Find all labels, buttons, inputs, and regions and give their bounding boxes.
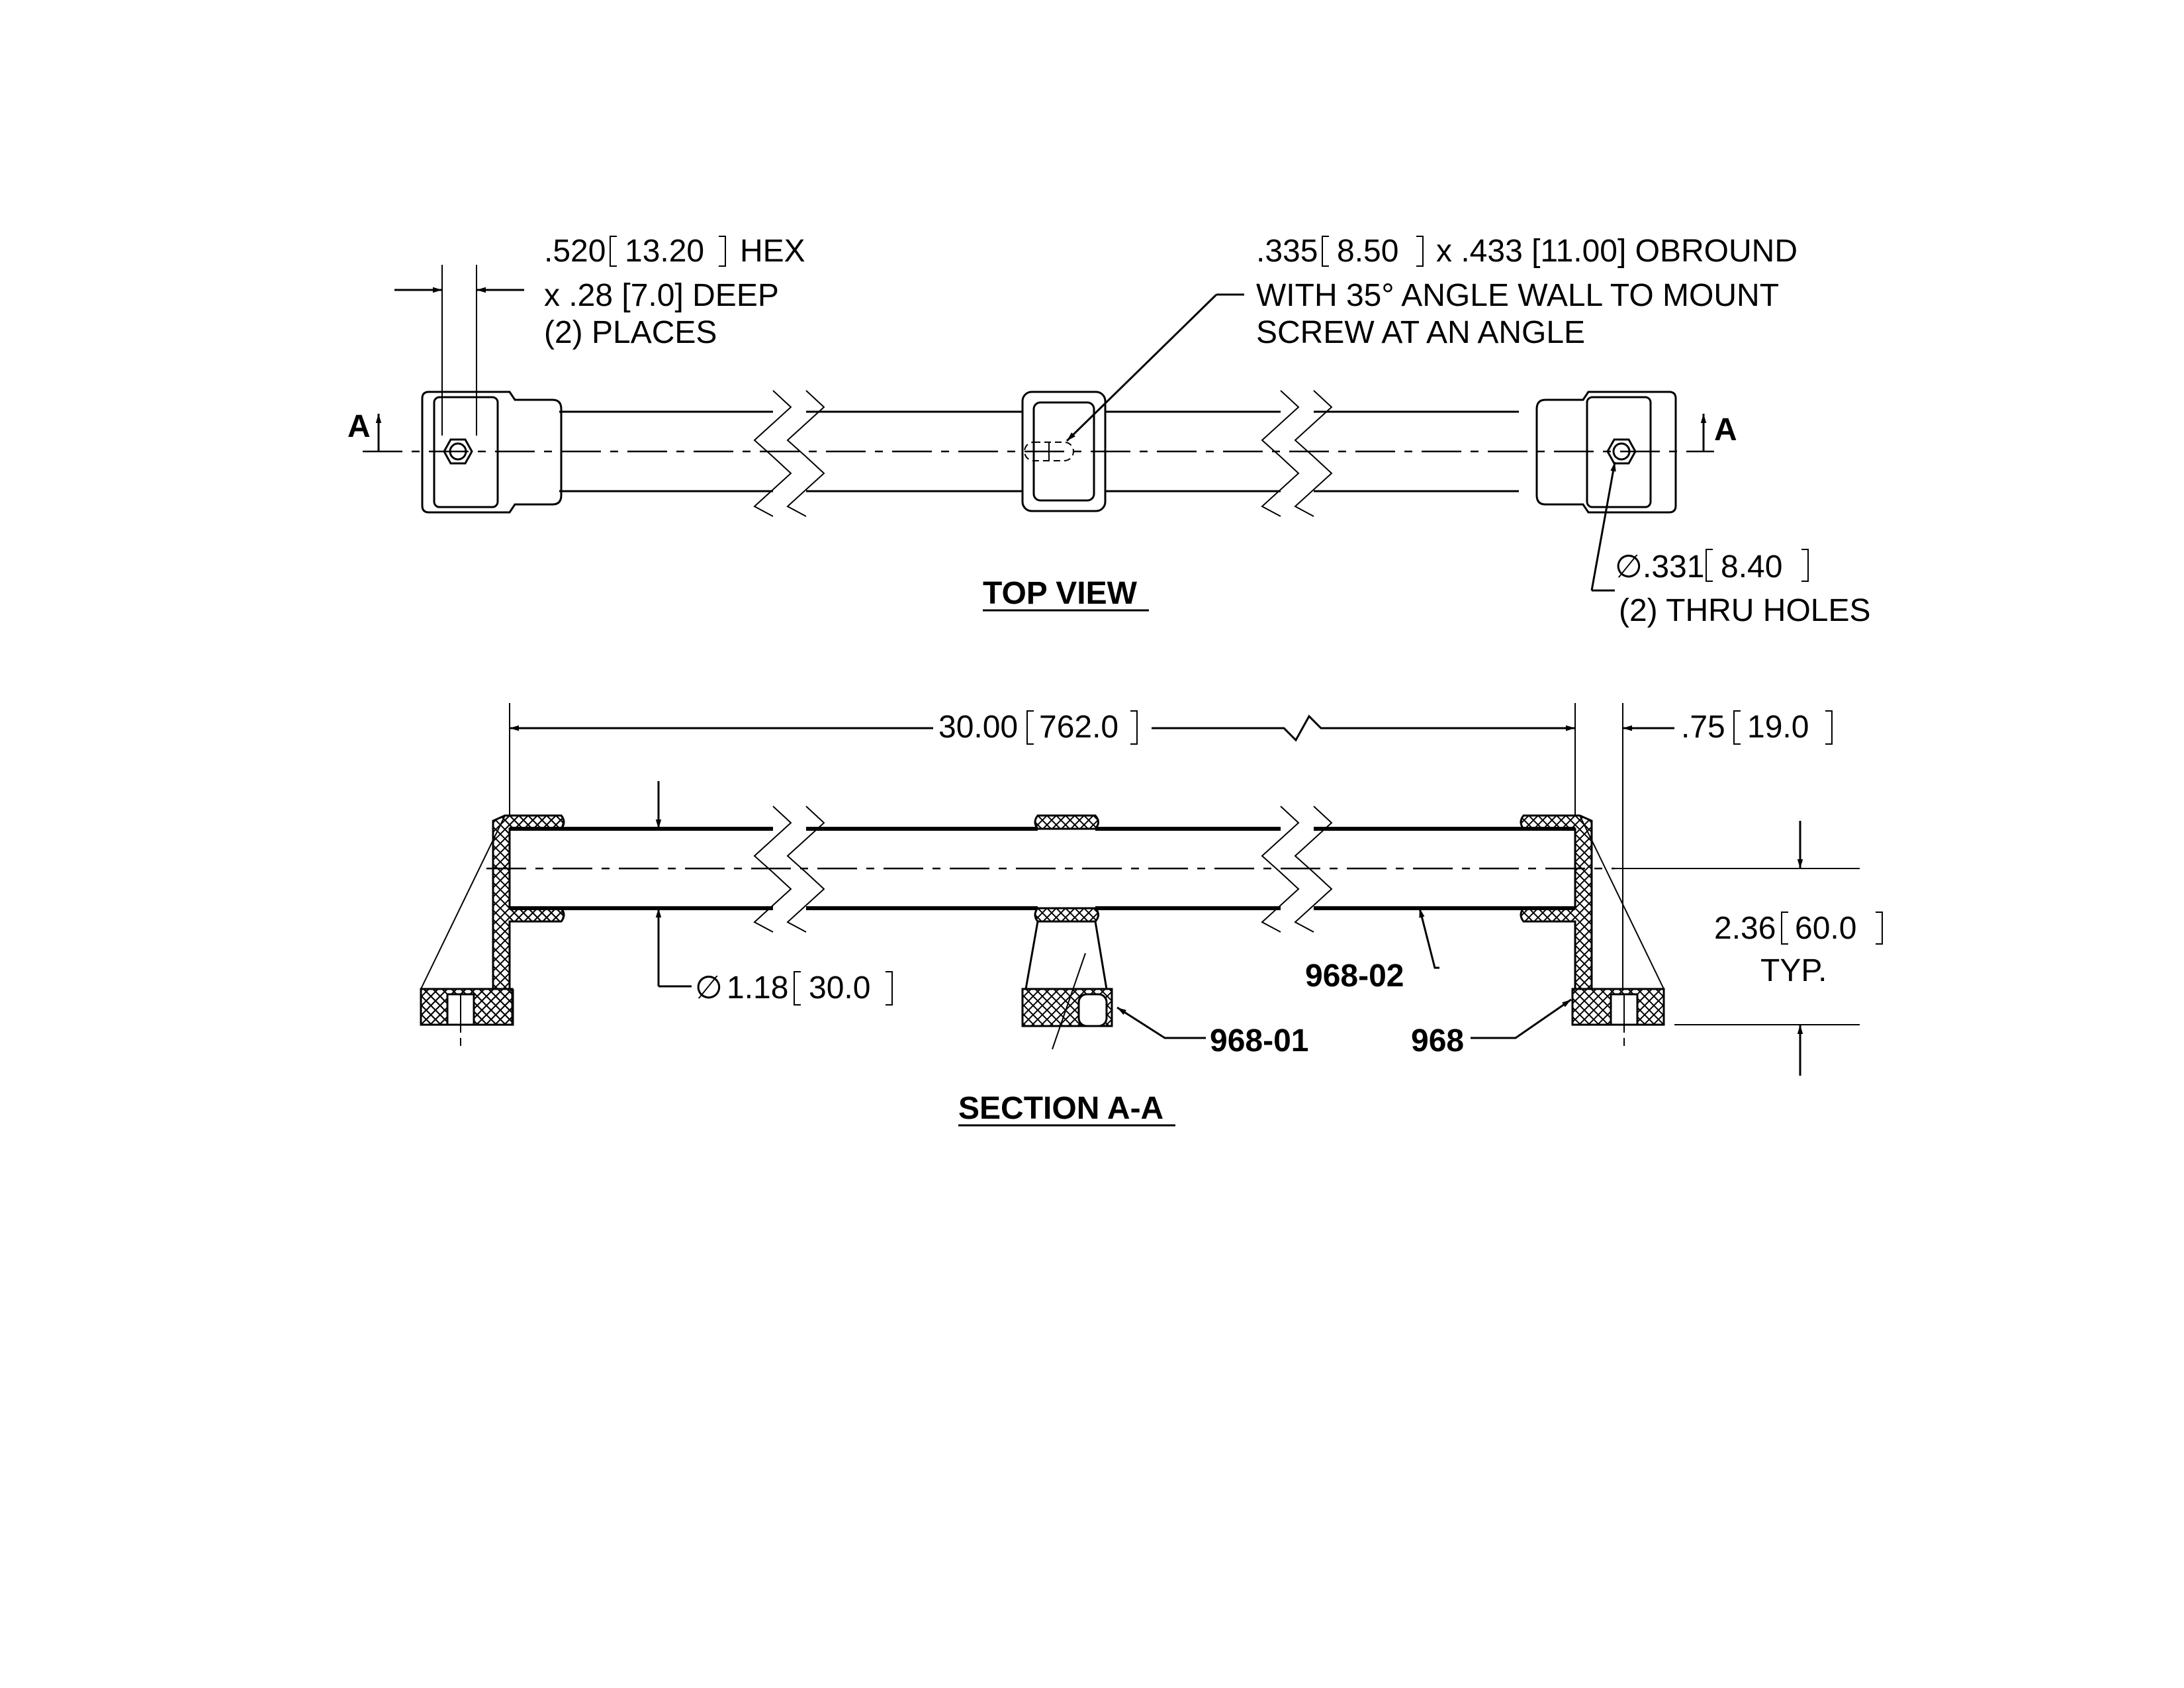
- left-end-bracket: [420, 814, 565, 1049]
- height-dim-suffix: TYP.: [1760, 953, 1827, 988]
- top-view-title: TOP VIEW: [983, 576, 1138, 611]
- break-symbol-left: [753, 390, 825, 517]
- hole-note-line1: .331: [1643, 549, 1704, 585]
- length-dim-value: 30.00: [938, 710, 1018, 745]
- tube-dim-value: 1.18: [727, 970, 788, 1006]
- height-dim-metric: 60.0: [1795, 911, 1856, 946]
- offset-dim-metric: 19.0: [1747, 710, 1809, 745]
- hole-note: ∅ .331 8.40 (2) THRU HOLES: [1590, 461, 1871, 628]
- section-tube: [486, 827, 1615, 910]
- part-label-tube-text: 968-02: [1305, 959, 1404, 994]
- hex-note-line3: (2) PLACES: [544, 315, 717, 350]
- hex-dimension: .520 13.20 HEX x .28 [7.0] DEEP (2) PLAC…: [394, 234, 805, 436]
- hole-note-line1-metric: 8.40: [1721, 549, 1782, 585]
- height-dim-value: 2.36: [1714, 911, 1776, 946]
- top-tube: [559, 410, 1519, 492]
- length-dimension: 30.00 762.0: [509, 703, 1576, 816]
- height-dimension: 2.36 60.0 TYP.: [1615, 821, 1883, 1076]
- tube-dim-metric: 30.0: [809, 970, 870, 1006]
- part-label-tube: 968-02: [1305, 908, 1439, 994]
- section-view-title: SECTION A-A: [958, 1091, 1163, 1126]
- tube-dim-diameter-symbol: ∅: [695, 970, 723, 1006]
- top-view: A A .520 13.20 HEX x .28 [7.0] DEEP (2) …: [347, 234, 1871, 628]
- obround-note-line3: SCREW AT AN ANGLE: [1256, 315, 1585, 350]
- part-label-center-support: 968-01: [1116, 1006, 1308, 1058]
- section-break-left: [753, 806, 825, 933]
- hex-note-line1-metric: 13.20: [625, 234, 704, 269]
- offset-dim-value: .75: [1681, 710, 1725, 745]
- section-marker-right-label: A: [1714, 412, 1737, 447]
- offset-dimension: .75 19.0: [1622, 703, 1833, 989]
- obround-note-line2: WITH 35° ANGLE WALL TO MOUNT: [1256, 278, 1779, 313]
- hex-note-line1-suffix: HEX: [740, 234, 805, 269]
- hole-note-diameter-symbol: ∅: [1615, 549, 1643, 585]
- obround-note-line1: .335: [1256, 234, 1318, 269]
- tube-diameter-dimension: ∅ 1.18 30.0: [655, 781, 893, 1006]
- obround-note: .335 8.50 x .433 [11.00] OBROUND WITH 35…: [1066, 234, 1797, 442]
- section-marker-left: A: [347, 409, 382, 451]
- section-marker-left-label: A: [347, 409, 371, 444]
- part-label-end-bracket-text: 968: [1411, 1023, 1464, 1058]
- section-view: 30.00 762.0 .75 19.0 2.36 60.0 TYP.: [420, 703, 1883, 1127]
- hex-note-line2: x .28 [7.0] DEEP: [544, 278, 779, 313]
- center-support: [1021, 814, 1113, 1050]
- hex-note-line1: .520: [544, 234, 606, 269]
- hole-note-line2: (2) THRU HOLES: [1619, 593, 1871, 628]
- part-label-center-support-text: 968-01: [1210, 1023, 1308, 1058]
- obround-note-line1-suffix: x .433 [11.00] OBROUND: [1436, 234, 1797, 269]
- section-break-right: [1261, 806, 1333, 933]
- part-label-end-bracket: 968: [1411, 998, 1572, 1058]
- break-symbol-right: [1261, 390, 1333, 517]
- right-end-bracket: [1520, 814, 1665, 1049]
- obround-note-line1-metric: 8.50: [1337, 234, 1398, 269]
- length-dim-metric: 762.0: [1039, 710, 1118, 745]
- section-marker-right: A: [1700, 412, 1737, 451]
